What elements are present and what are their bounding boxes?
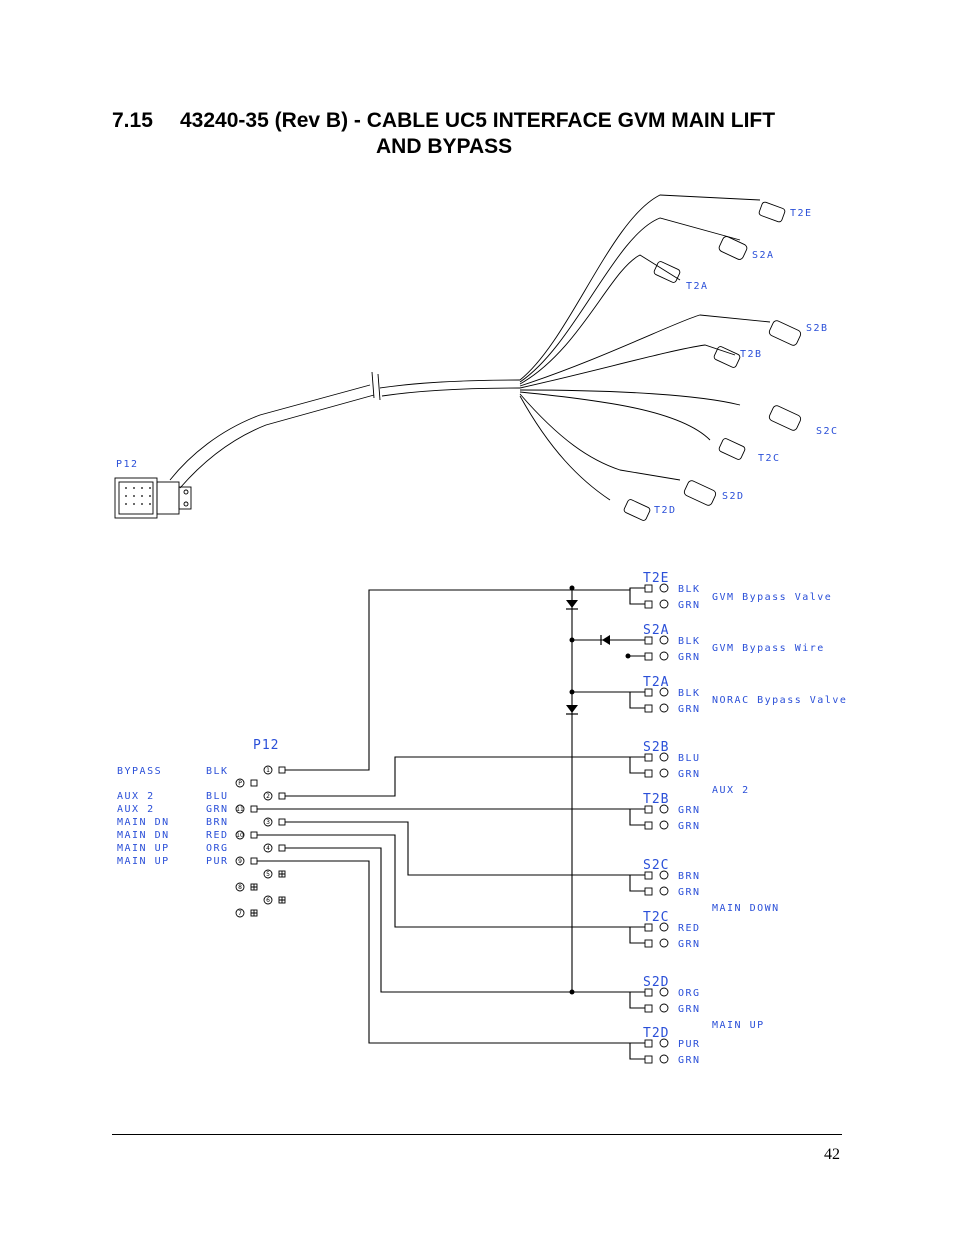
connector-pin2-color: GRN (678, 704, 701, 715)
junction (625, 653, 631, 659)
connector-title: T2C (643, 910, 669, 925)
connector-title: S2B (643, 740, 669, 755)
connector-title: S2C (643, 858, 669, 873)
p12-pin-terminal (250, 779, 258, 787)
harness-label-t2e: T2E (790, 208, 813, 219)
p12-connector-drawing (114, 477, 192, 519)
harness-label-p12: P12 (116, 459, 139, 470)
connector-pin1-color: BLK (678, 688, 701, 699)
harness-label-s2a: S2A (752, 250, 775, 261)
p12-wire-color: BRN (206, 817, 229, 828)
wire-runs (257, 587, 645, 1060)
junction (569, 989, 575, 995)
p12-wire-color: PUR (206, 856, 229, 867)
connector-title: T2E (643, 571, 669, 586)
function-label: BYPASS (117, 766, 162, 777)
connector-title: T2A (643, 675, 669, 690)
connector-pin2-color: GRN (678, 821, 701, 832)
harness-label-s2b: S2B (806, 323, 829, 334)
junction (569, 689, 575, 695)
p12-pin-number: 10 (236, 832, 244, 839)
p12-pin-terminal (278, 844, 286, 852)
connector-pin2-color: GRN (678, 887, 701, 898)
junction (569, 585, 575, 591)
connector-pin2-color: GRN (678, 652, 701, 663)
p12-pin-number: 9 (238, 858, 242, 865)
junction (569, 637, 575, 643)
function-label: MAIN UP (117, 843, 170, 854)
connector-pin1-color: BLK (678, 636, 701, 647)
connector-title: T2D (643, 1026, 669, 1041)
function-description: NORAC Bypass Valve (712, 695, 847, 706)
p12-wire-color: RED (206, 830, 229, 841)
p12-pin-number: 5 (266, 871, 270, 878)
connector-title: S2D (643, 975, 669, 990)
p12-pin-number: 8 (238, 884, 242, 891)
p12-pin-number: 1 (266, 767, 270, 774)
connector-pin1-color: PUR (678, 1039, 701, 1050)
harness-illustration (114, 194, 802, 521)
right-connector-block: T2E BLK GRN S2A BLK GRN T2A BLK GRN S2B … (643, 571, 701, 1066)
title-line-2: AND BYPASS (376, 135, 513, 158)
function-description: GVM Bypass Wire (712, 643, 825, 654)
p12-pin-number: 3 (266, 819, 270, 826)
p12-pin-number: 4 (266, 845, 270, 852)
function-label: AUX 2 (117, 804, 155, 815)
harness-label-s2c: S2C (816, 426, 839, 437)
diode (602, 635, 610, 645)
p12-pin-terminal (250, 831, 258, 839)
function-description: MAIN UP (712, 1020, 765, 1031)
connector-pin1-color: BLK (678, 584, 701, 595)
p12-pin-number: P (238, 780, 242, 787)
connector-title: T2B (643, 792, 669, 807)
p12-wire-color: ORG (206, 843, 229, 854)
p12-pin-terminal (278, 766, 286, 774)
connector-title: S2A (643, 623, 669, 638)
p12-pin-number: 11 (236, 806, 244, 813)
harness-label-t2d: T2D (654, 505, 677, 516)
function-label: MAIN UP (117, 856, 170, 867)
page-number: 42 (824, 1146, 840, 1163)
function-description: MAIN DOWN (712, 903, 780, 914)
harness-label-t2a: T2A (686, 281, 709, 292)
title-line-1: 43240-35 (Rev B) - CABLE UC5 INTERFACE G… (180, 109, 776, 132)
p12-pin-terminal (278, 818, 286, 826)
section-number: 7.15 (112, 109, 153, 132)
p12-pin-terminal (250, 805, 258, 813)
diode (566, 705, 578, 713)
p12-wire-color: GRN (206, 804, 229, 815)
p12-wire-color: BLU (206, 791, 229, 802)
p12-pin-number: 7 (238, 910, 242, 917)
connector-pin2-color: GRN (678, 769, 701, 780)
harness-label-s2d: S2D (722, 491, 745, 502)
wiring-schematic: P12 BYPASS AUX 2 AUX 2 MAIN DN MAIN DN M… (117, 571, 847, 1066)
connector-pin1-color: GRN (678, 805, 701, 816)
harness-label-t2b: T2B (740, 349, 763, 360)
connector-pin2-color: GRN (678, 1004, 701, 1015)
diode (566, 600, 578, 608)
connector-pin2-color: GRN (678, 1055, 701, 1066)
p12-title: P12 (253, 738, 279, 753)
footer-rule (112, 1134, 842, 1135)
connector-pin2-color: GRN (678, 600, 701, 611)
function-description: AUX 2 (712, 785, 750, 796)
harness-label-t2c: T2C (758, 453, 781, 464)
function-label: MAIN DN (117, 830, 170, 841)
p12-wire-color: BLK (206, 766, 229, 777)
connector-pin1-color: BRN (678, 871, 701, 882)
p12-pin-terminal (250, 857, 258, 865)
p12-pin-number: 2 (266, 793, 270, 800)
connector-pin1-color: BLU (678, 753, 701, 764)
function-label: AUX 2 (117, 791, 155, 802)
connector-pin1-color: RED (678, 923, 701, 934)
p12-pin-terminal (278, 792, 286, 800)
p12-pin-number: 6 (266, 897, 270, 904)
connector-pin1-color: ORG (678, 988, 701, 999)
connector-pin2-color: GRN (678, 939, 701, 950)
section-title: 7.15 43240-35 (Rev B) - CABLE UC5 INTERFA… (112, 108, 775, 160)
function-description: GVM Bypass Valve (712, 592, 832, 603)
function-label: MAIN DN (117, 817, 170, 828)
